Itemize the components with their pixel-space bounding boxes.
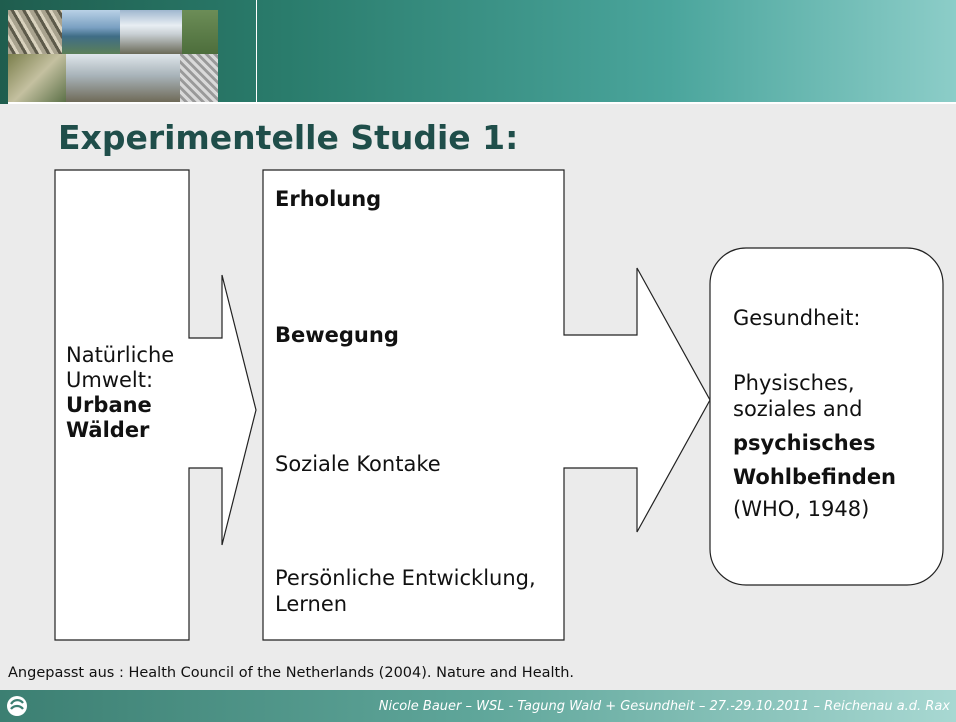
outcome-line-3: soziales and xyxy=(733,397,863,421)
mechanism-bewegung: Bewegung xyxy=(275,323,399,347)
header-photo xyxy=(8,54,66,102)
header-photo xyxy=(180,54,218,102)
left-arrow-shape xyxy=(54,169,257,641)
outcome-line-5: Wohlbefinden xyxy=(733,465,897,489)
header-divider-vertical xyxy=(256,0,257,104)
mechanism-entwicklung-line1: Persönliche Entwicklung, xyxy=(275,566,536,590)
environment-label: Natürliche Umwelt: Urbane Wälder xyxy=(66,343,174,443)
env-line-3: Urbane xyxy=(66,393,152,417)
header-photo xyxy=(182,10,218,54)
header-divider xyxy=(8,102,956,104)
mechanism-erholung: Erholung xyxy=(275,187,382,211)
footer-bar: Nicole Bauer – WSL - Tagung Wald + Gesun… xyxy=(0,690,956,722)
wsl-logo-icon xyxy=(7,696,27,716)
source-caption: Angepasst aus : Health Council of the Ne… xyxy=(8,665,575,681)
header-photo xyxy=(66,54,180,102)
mechanism-soziale-kontakte: Soziale Kontake xyxy=(275,452,441,476)
env-line-1: Natürliche xyxy=(66,343,175,367)
outcome-line-4: psychisches xyxy=(733,431,876,455)
outcome-heading: Gesundheit: xyxy=(733,306,861,330)
header-photo xyxy=(120,10,182,54)
header-banner xyxy=(0,0,956,104)
slide-title: Experimentelle Studie 1: xyxy=(58,118,519,157)
env-line-4: Wälder xyxy=(66,418,150,442)
footer-text: Nicole Bauer – WSL - Tagung Wald + Gesun… xyxy=(378,699,950,714)
outcome-line-6: (WHO, 1948) xyxy=(733,497,870,521)
outcome-line-2: Physisches, xyxy=(733,371,855,395)
outcome-box xyxy=(709,247,944,586)
mechanism-entwicklung-line2: Lernen xyxy=(275,592,348,616)
header-photo xyxy=(8,10,62,54)
middle-arrow-shape xyxy=(262,169,711,641)
env-line-2: Umwelt: xyxy=(66,368,154,392)
header-photo xyxy=(62,10,120,54)
